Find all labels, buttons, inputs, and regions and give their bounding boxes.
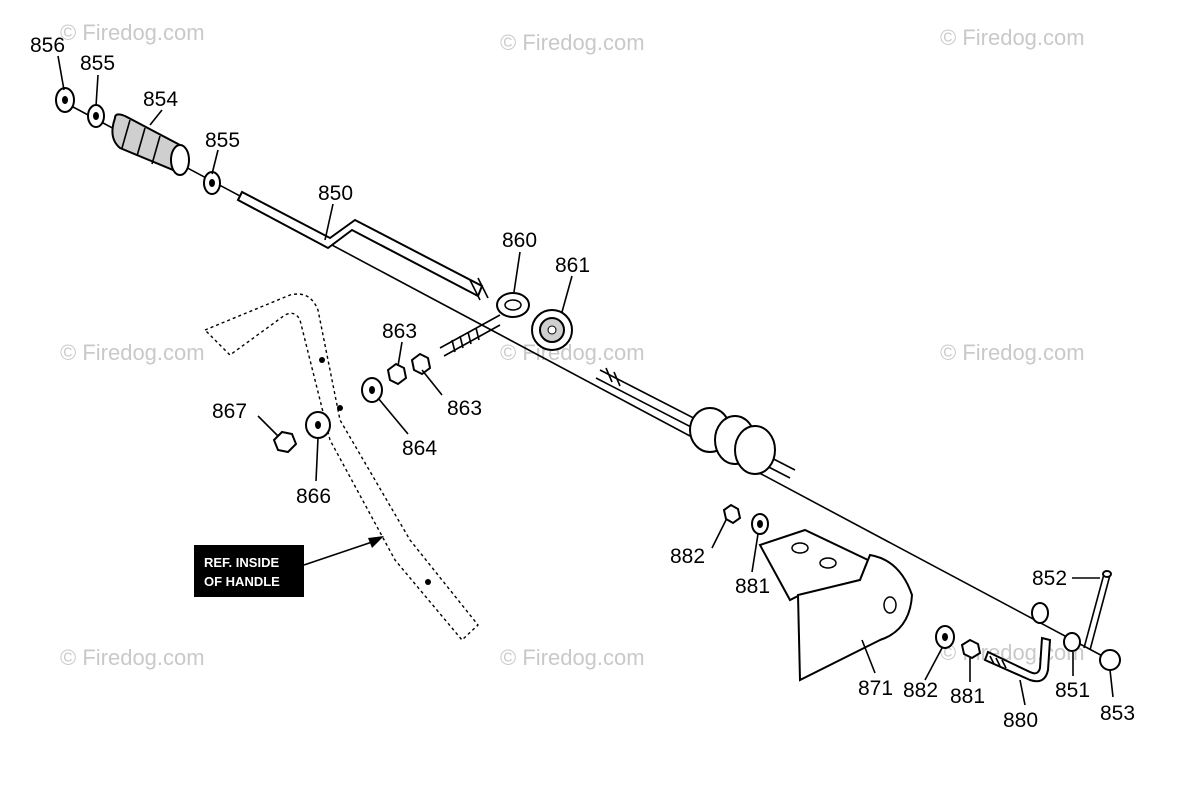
part-853-cap[interactable]: [1099, 649, 1121, 671]
label-851: 851: [1055, 679, 1090, 702]
part-867-nut[interactable]: [272, 430, 298, 454]
label-861: 861: [555, 254, 590, 277]
label-882-b: 882: [903, 679, 938, 702]
reference-note-line2: OF HANDLE: [204, 574, 280, 589]
label-882-a: 882: [670, 545, 705, 568]
part-855-washer-a[interactable]: [87, 104, 105, 128]
watermark-6: © Firedog.com: [940, 340, 1085, 365]
part-881-nut-b[interactable]: [960, 638, 982, 660]
reference-note: REF. INSIDE OF HANDLE: [194, 536, 384, 597]
label-871: 871: [858, 677, 893, 700]
label-852: 852: [1032, 567, 1067, 590]
part-850-shaft[interactable]: [236, 190, 489, 301]
part-854-grip[interactable]: [111, 113, 190, 176]
watermark-9: © Firedog.com: [940, 640, 1085, 665]
watermark-5: © Firedog.com: [500, 340, 645, 365]
watermark-8: © Firedog.com: [500, 645, 645, 670]
label-855-a: 855: [80, 52, 115, 75]
part-860-eyebolt[interactable]: [439, 292, 530, 357]
axis-line: [59, 99, 1111, 661]
watermark-4: © Firedog.com: [60, 340, 205, 365]
label-881-b: 881: [950, 685, 985, 708]
label-866: 866: [296, 485, 331, 508]
handle-reference: [203, 293, 479, 642]
label-864: 864: [402, 437, 437, 460]
part-spring: [689, 407, 776, 475]
part-880-rod[interactable]: [983, 602, 1052, 683]
part-855-washer-b[interactable]: [203, 171, 221, 195]
part-861-spacer[interactable]: [531, 309, 573, 351]
leader-lines: [57, 55, 1114, 706]
part-labels: 856 855 854 855 850 860 861 863 863 864 …: [30, 34, 1135, 732]
label-850: 850: [318, 182, 353, 205]
label-855-b: 855: [205, 129, 240, 152]
part-856-washer[interactable]: [55, 87, 75, 113]
watermark-1: © Firedog.com: [60, 20, 205, 45]
part-852-pin[interactable]: [1083, 570, 1112, 651]
label-881-a: 881: [735, 575, 770, 598]
watermark-7: © Firedog.com: [60, 645, 205, 670]
part-882-nut-a[interactable]: [722, 503, 742, 525]
label-853: 853: [1100, 702, 1135, 725]
label-863-b: 863: [447, 397, 482, 420]
part-863-nut-a[interactable]: [386, 362, 408, 386]
watermark-3: © Firedog.com: [940, 25, 1085, 50]
label-863-a: 863: [382, 320, 417, 343]
reference-note-line1: REF. INSIDE: [204, 555, 279, 570]
part-882-washer-b[interactable]: [935, 625, 955, 649]
part-871-bracket[interactable]: [758, 528, 914, 682]
label-880: 880: [1003, 709, 1038, 732]
part-866-washer[interactable]: [305, 411, 331, 439]
label-856: 856: [30, 34, 65, 57]
watermark-2: © Firedog.com: [500, 30, 645, 55]
part-863-nut-b[interactable]: [410, 352, 432, 376]
part-851-washer[interactable]: [1063, 632, 1081, 652]
label-867: 867: [212, 400, 247, 423]
label-854: 854: [143, 88, 178, 111]
label-860: 860: [502, 229, 537, 252]
part-864-washer[interactable]: [361, 377, 383, 403]
part-881-washer-a[interactable]: [751, 513, 769, 535]
